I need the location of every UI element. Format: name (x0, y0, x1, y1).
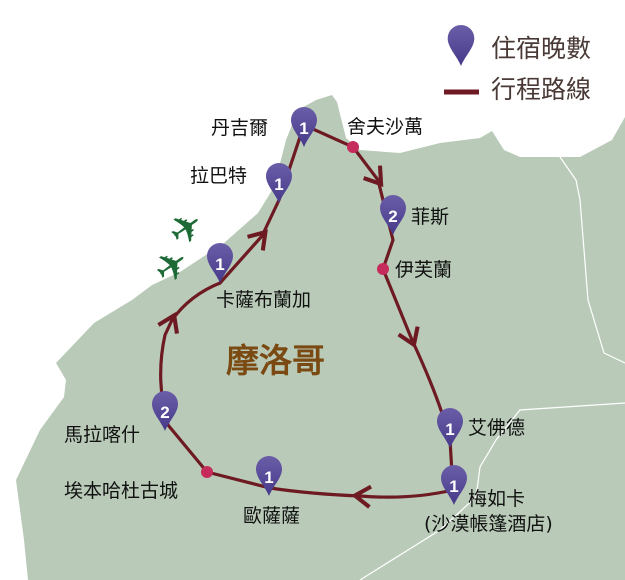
svg-text:2: 2 (160, 403, 169, 422)
pin-merzouga[interactable]: 1 (441, 465, 467, 505)
waypoint-dot-ait-ben-haddou (201, 466, 213, 478)
legend: 住宿晚數 行程路線 (444, 25, 591, 104)
waypoint-label-ifrane: 伊芙蘭 (395, 259, 452, 281)
waypoint-dot-chefchaouen (347, 141, 359, 153)
pin-ouarzazate[interactable]: 1 (256, 456, 282, 496)
city-label-merzouga: 梅如卡 (468, 488, 525, 510)
svg-text:1: 1 (449, 477, 458, 496)
waypoint-label-ait-ben-haddou: 埃本哈杜古城 (64, 480, 178, 502)
svg-text:2: 2 (388, 207, 397, 226)
svg-text:1: 1 (215, 255, 224, 274)
pin-marrakech[interactable]: 2 (152, 391, 178, 431)
pin-tangier[interactable]: 1 (291, 107, 317, 147)
pin-erfoud[interactable]: 1 (437, 408, 463, 448)
city-label-marrakech: 馬拉喀什 (64, 424, 140, 446)
svg-text:1: 1 (264, 468, 273, 487)
city-label-tangier: 丹吉爾 (211, 117, 268, 139)
pin-fes[interactable]: 2 (380, 195, 406, 235)
legend-pin-icon (447, 25, 475, 66)
city-label-rabat: 拉巴特 (190, 165, 247, 187)
city-label-casablanca: 卡薩布蘭加 (216, 289, 311, 311)
border-line (559, 156, 625, 364)
svg-text:1: 1 (274, 175, 283, 194)
pin-casablanca[interactable]: 1 (207, 243, 233, 283)
svg-text:1: 1 (445, 420, 454, 439)
city-label-ouarzazate: 歐薩薩 (243, 505, 300, 527)
legend-route-label: 行程路線 (491, 75, 591, 104)
pin-rabat[interactable]: 1 (266, 163, 292, 203)
land-area (16, 95, 625, 580)
waypoint-label-chefchaouen: 舍夫沙萬 (347, 116, 423, 138)
country-label: 摩洛哥 (226, 341, 325, 380)
legend-nights-label: 住宿晚數 (491, 34, 591, 63)
waypoint-dot-ifrane (377, 263, 389, 275)
city-label-fes: 菲斯 (411, 206, 449, 228)
border-line (359, 402, 625, 580)
city-label-erfoud: 艾佛德 (468, 417, 525, 439)
city-label-merzouga-sub: (沙漠帳篷酒店) (424, 513, 553, 535)
svg-text:1: 1 (299, 119, 308, 138)
